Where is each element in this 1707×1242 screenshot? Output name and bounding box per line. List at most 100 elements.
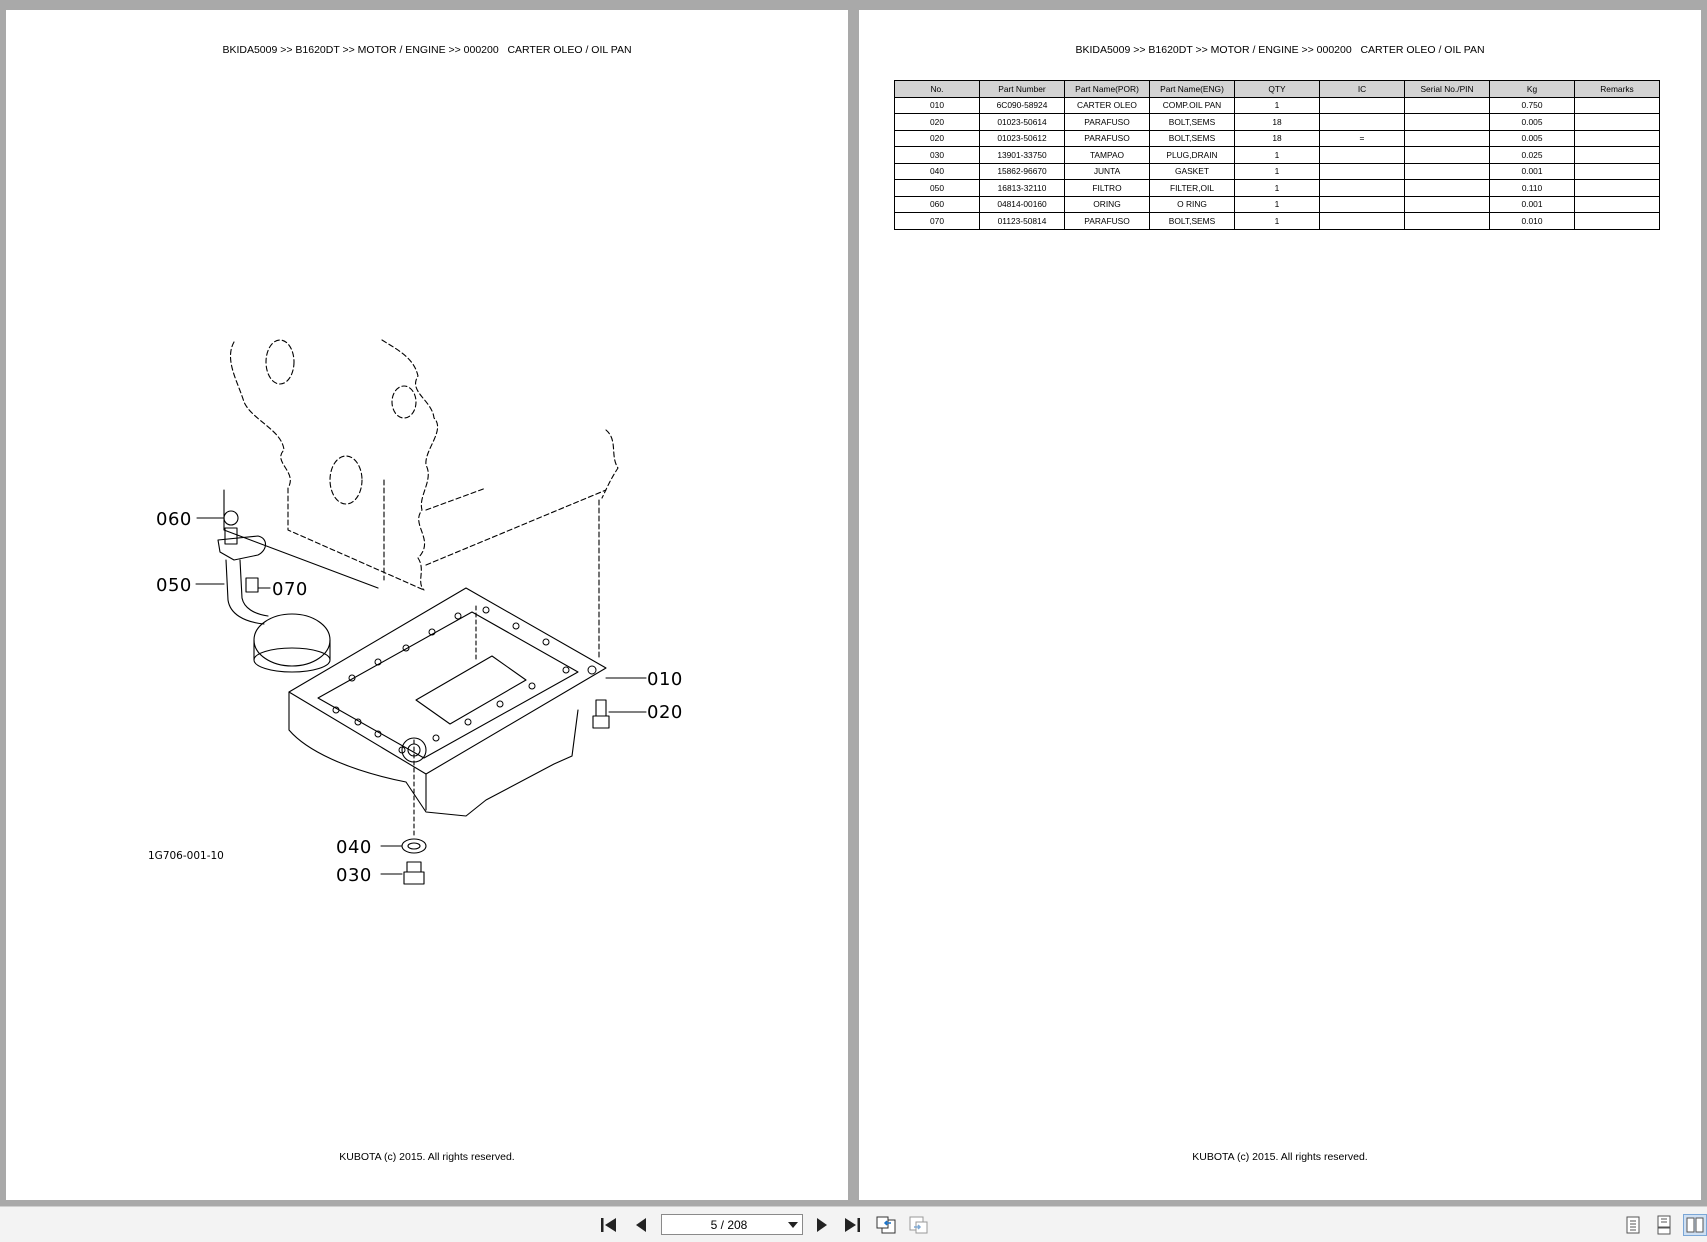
cell-part-name-por: ORING xyxy=(1064,195,1150,213)
cell-no: 010 xyxy=(894,96,980,114)
cell-kg: 0.110 xyxy=(1489,179,1575,197)
cell-qty: 18 xyxy=(1234,129,1320,147)
cell-qty: 1 xyxy=(1234,195,1320,213)
col-qty: QTY xyxy=(1234,80,1320,98)
cell-qty: 1 xyxy=(1234,96,1320,114)
table-header-row: No. Part Number Part Name(POR) Part Name… xyxy=(894,80,1660,98)
cell-qty: 1 xyxy=(1234,162,1320,180)
oil-strainer xyxy=(217,510,331,673)
cell-ic xyxy=(1319,212,1405,230)
col-no: No. xyxy=(894,80,980,98)
cell-part-name-por: TAMPAO xyxy=(1064,146,1150,164)
go-back-view-icon[interactable] xyxy=(874,1214,898,1236)
page-number-input[interactable] xyxy=(662,1215,782,1234)
cell-kg: 0.001 xyxy=(1489,162,1575,180)
cell-serial xyxy=(1404,195,1490,213)
page-footer: KUBOTA (c) 2015. All rights reserved. xyxy=(1192,1151,1368,1163)
cell-qty: 1 xyxy=(1234,212,1320,230)
two-page-icon[interactable] xyxy=(1683,1214,1707,1236)
col-part-name-eng: Part Name(ENG) xyxy=(1149,80,1235,98)
cell-kg: 0.750 xyxy=(1489,96,1575,114)
page-header: BKIDA5009 >> B1620DT >> MOTOR / ENGINE >… xyxy=(222,44,632,56)
viewer-toolbar xyxy=(0,1206,1707,1242)
cell-ic xyxy=(1319,96,1405,114)
cell-part-name-eng: PLUG,DRAIN xyxy=(1149,146,1235,164)
cell-serial xyxy=(1404,96,1490,114)
single-page-icon[interactable] xyxy=(1621,1214,1645,1236)
cell-part-name-eng: COMP.OIL PAN xyxy=(1149,96,1235,114)
cell-part-name-por: CARTER OLEO xyxy=(1064,96,1150,114)
cell-part-name-eng: BOLT,SEMS xyxy=(1149,212,1235,230)
go-forward-view-icon[interactable] xyxy=(907,1214,931,1236)
cell-part-number: 04814-00160 xyxy=(979,195,1065,213)
cell-part-name-eng: BOLT,SEMS xyxy=(1149,113,1235,131)
cell-remarks xyxy=(1574,179,1660,197)
cell-part-name-por: PARAFUSO xyxy=(1064,129,1150,147)
callout-020: 020 xyxy=(647,702,683,723)
callout-070: 070 xyxy=(272,579,308,600)
cell-qty: 1 xyxy=(1234,179,1320,197)
cell-no: 060 xyxy=(894,195,980,213)
col-remarks: Remarks xyxy=(1574,80,1660,98)
cell-no: 050 xyxy=(894,179,980,197)
bolt-020 xyxy=(592,699,610,729)
page-right: BKIDA5009 >> B1620DT >> MOTOR / ENGINE >… xyxy=(859,10,1701,1200)
callout-040: 040 xyxy=(336,837,372,858)
col-ic: IC xyxy=(1319,80,1405,98)
cell-ic: = xyxy=(1319,129,1405,147)
callout-060: 060 xyxy=(156,509,192,530)
cell-part-name-por: JUNTA xyxy=(1064,162,1150,180)
cell-part-number: 16813-32110 xyxy=(979,179,1065,197)
cell-part-number: 15862-96670 xyxy=(979,162,1065,180)
cell-kg: 0.005 xyxy=(1489,113,1575,131)
previous-page-icon[interactable] xyxy=(629,1214,653,1236)
cell-ic xyxy=(1319,179,1405,197)
cell-serial xyxy=(1404,162,1490,180)
cell-ic xyxy=(1319,146,1405,164)
col-part-name-por: Part Name(POR) xyxy=(1064,80,1150,98)
first-page-icon[interactable] xyxy=(597,1214,621,1236)
cell-part-name-eng: GASKET xyxy=(1149,162,1235,180)
cell-ic xyxy=(1319,162,1405,180)
cell-part-number: 01023-50614 xyxy=(979,113,1065,131)
cell-qty: 18 xyxy=(1234,113,1320,131)
cell-kg: 0.010 xyxy=(1489,212,1575,230)
gasket-edge xyxy=(223,489,379,589)
drain-plug-030 xyxy=(403,861,425,885)
cell-ic xyxy=(1319,195,1405,213)
cell-kg: 0.025 xyxy=(1489,146,1575,164)
cell-part-number: 01123-50814 xyxy=(979,212,1065,230)
cell-part-name-eng: O RING xyxy=(1149,195,1235,213)
cell-remarks xyxy=(1574,146,1660,164)
cell-serial xyxy=(1404,212,1490,230)
cell-ic xyxy=(1319,113,1405,131)
page-left: BKIDA5009 >> B1620DT >> MOTOR / ENGINE >… xyxy=(6,10,848,1200)
cell-no: 020 xyxy=(894,113,980,131)
continuous-icon[interactable] xyxy=(1652,1214,1676,1236)
parts-table: No. Part Number Part Name(POR) Part Name… xyxy=(894,80,1660,230)
cell-remarks xyxy=(1574,96,1660,114)
leader-lines xyxy=(195,517,647,875)
col-kg: Kg xyxy=(1489,80,1575,98)
callout-030: 030 xyxy=(336,865,372,886)
next-page-icon[interactable] xyxy=(810,1214,834,1236)
cell-remarks xyxy=(1574,212,1660,230)
cell-remarks xyxy=(1574,129,1660,147)
last-page-icon[interactable] xyxy=(840,1214,864,1236)
cell-remarks xyxy=(1574,162,1660,180)
cell-part-number: 13901-33750 xyxy=(979,146,1065,164)
cell-part-number: 01023-50612 xyxy=(979,129,1065,147)
cell-qty: 1 xyxy=(1234,146,1320,164)
page-number-box xyxy=(661,1214,803,1235)
chevron-down-icon[interactable] xyxy=(788,1222,798,1228)
cell-part-name-eng: FILTER,OIL xyxy=(1149,179,1235,197)
col-part-number: Part Number xyxy=(979,80,1065,98)
oil-pan xyxy=(288,587,607,817)
cell-part-name-por: FILTRO xyxy=(1064,179,1150,197)
